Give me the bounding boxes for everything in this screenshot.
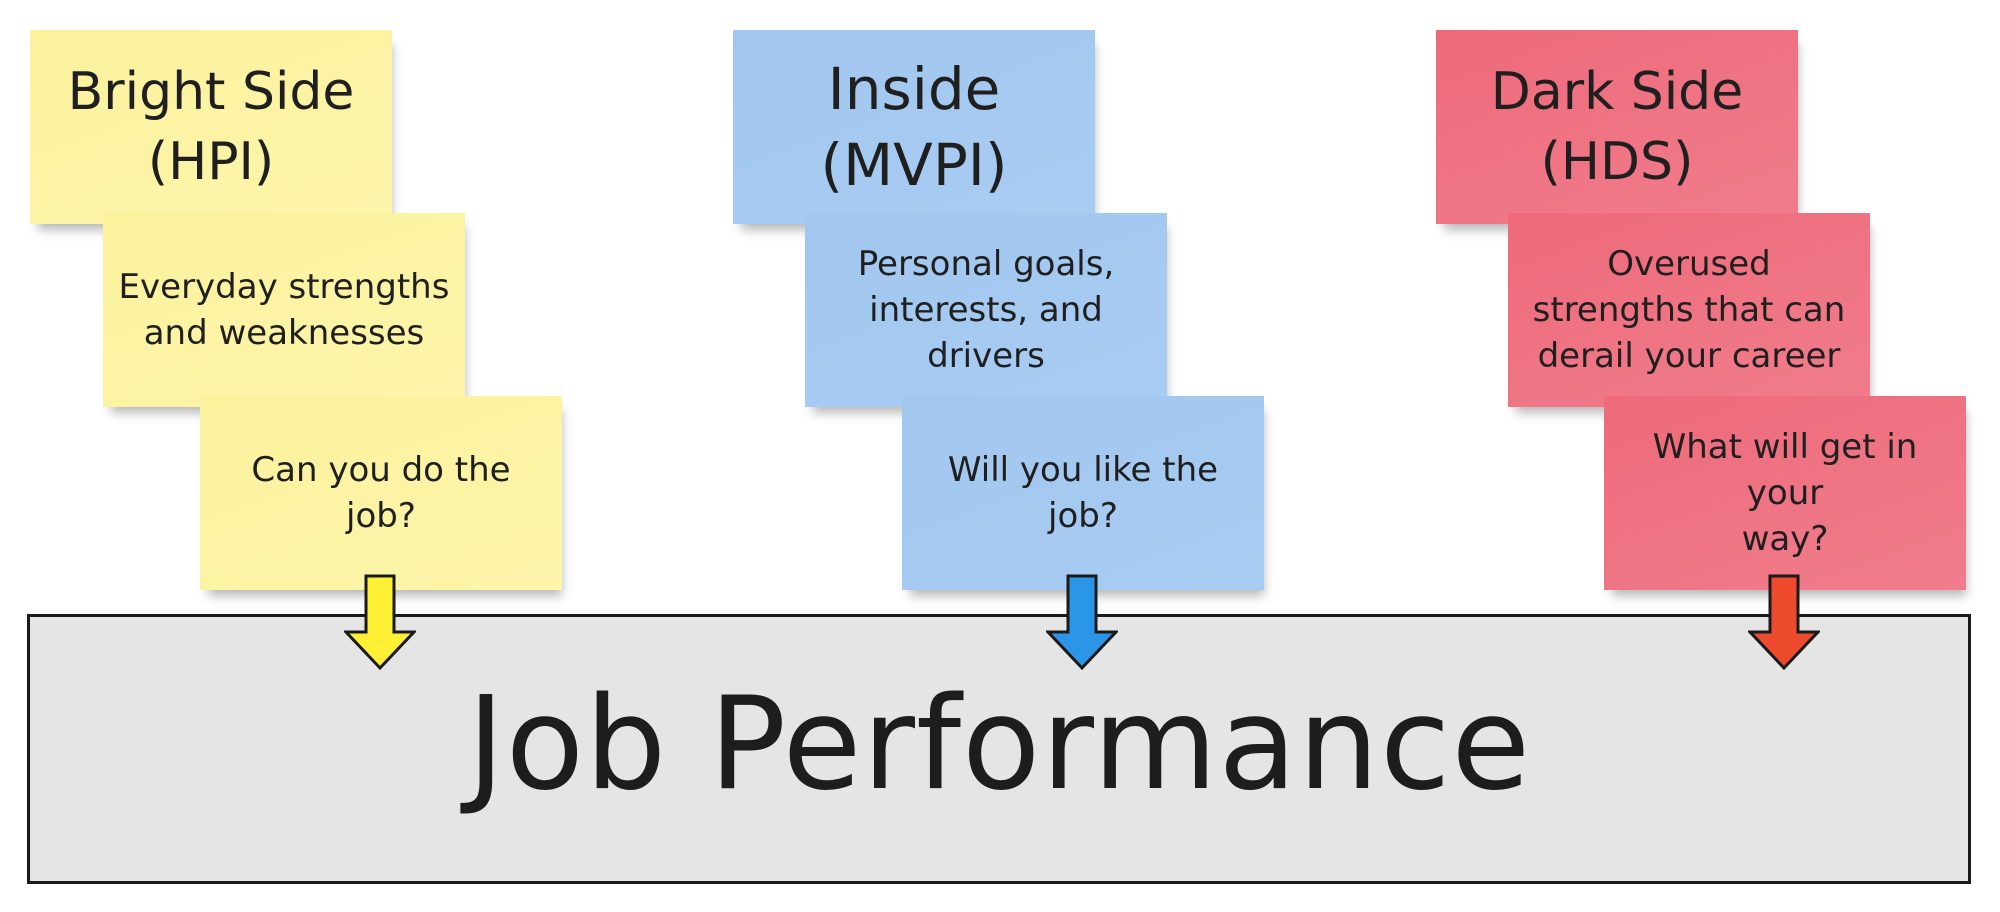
inside-title: Inside (MVPI) — [820, 55, 1008, 199]
job-performance-box: Job Performance — [27, 614, 1971, 884]
inside-question-note: Will you like the job? — [902, 396, 1264, 590]
bright-side-arrow-shape — [344, 574, 416, 671]
dark-side-description: Overused strengths that can derail your … — [1532, 244, 1846, 376]
dark-side-question-note: What will get in your way? — [1604, 396, 1966, 590]
bright-side-title-note: Bright Side (HPI) — [30, 30, 392, 224]
dark-side-arrow-shape — [1748, 574, 1820, 671]
bright-side-description-note: Everyday strengths and weaknesses — [103, 213, 465, 407]
inside-arrow-icon — [1046, 574, 1118, 672]
dark-side-question: What will get in your way? — [1652, 427, 1918, 559]
bright-side-title: Bright Side (HPI) — [67, 62, 355, 192]
inside-arrow-shape — [1046, 574, 1118, 671]
bright-side-description: Everyday strengths and weaknesses — [118, 267, 450, 353]
job-performance-label: Job Performance — [466, 670, 1532, 819]
dark-side-description-note: Overused strengths that can derail your … — [1508, 213, 1870, 407]
bright-side-question-note: Can you do the job? — [200, 396, 562, 590]
dark-side-title: Dark Side (HDS) — [1490, 62, 1744, 192]
bright-side-question: Can you do the job? — [251, 450, 511, 536]
inside-title-note: Inside (MVPI) — [733, 30, 1095, 224]
inside-description: Personal goals, interests, and drivers — [857, 244, 1115, 376]
inside-question: Will you like the job? — [947, 450, 1219, 536]
bright-side-arrow-icon — [344, 574, 416, 672]
inside-description-note: Personal goals, interests, and drivers — [805, 213, 1167, 407]
dark-side-arrow-icon — [1748, 574, 1820, 672]
dark-side-title-note: Dark Side (HDS) — [1436, 30, 1798, 224]
